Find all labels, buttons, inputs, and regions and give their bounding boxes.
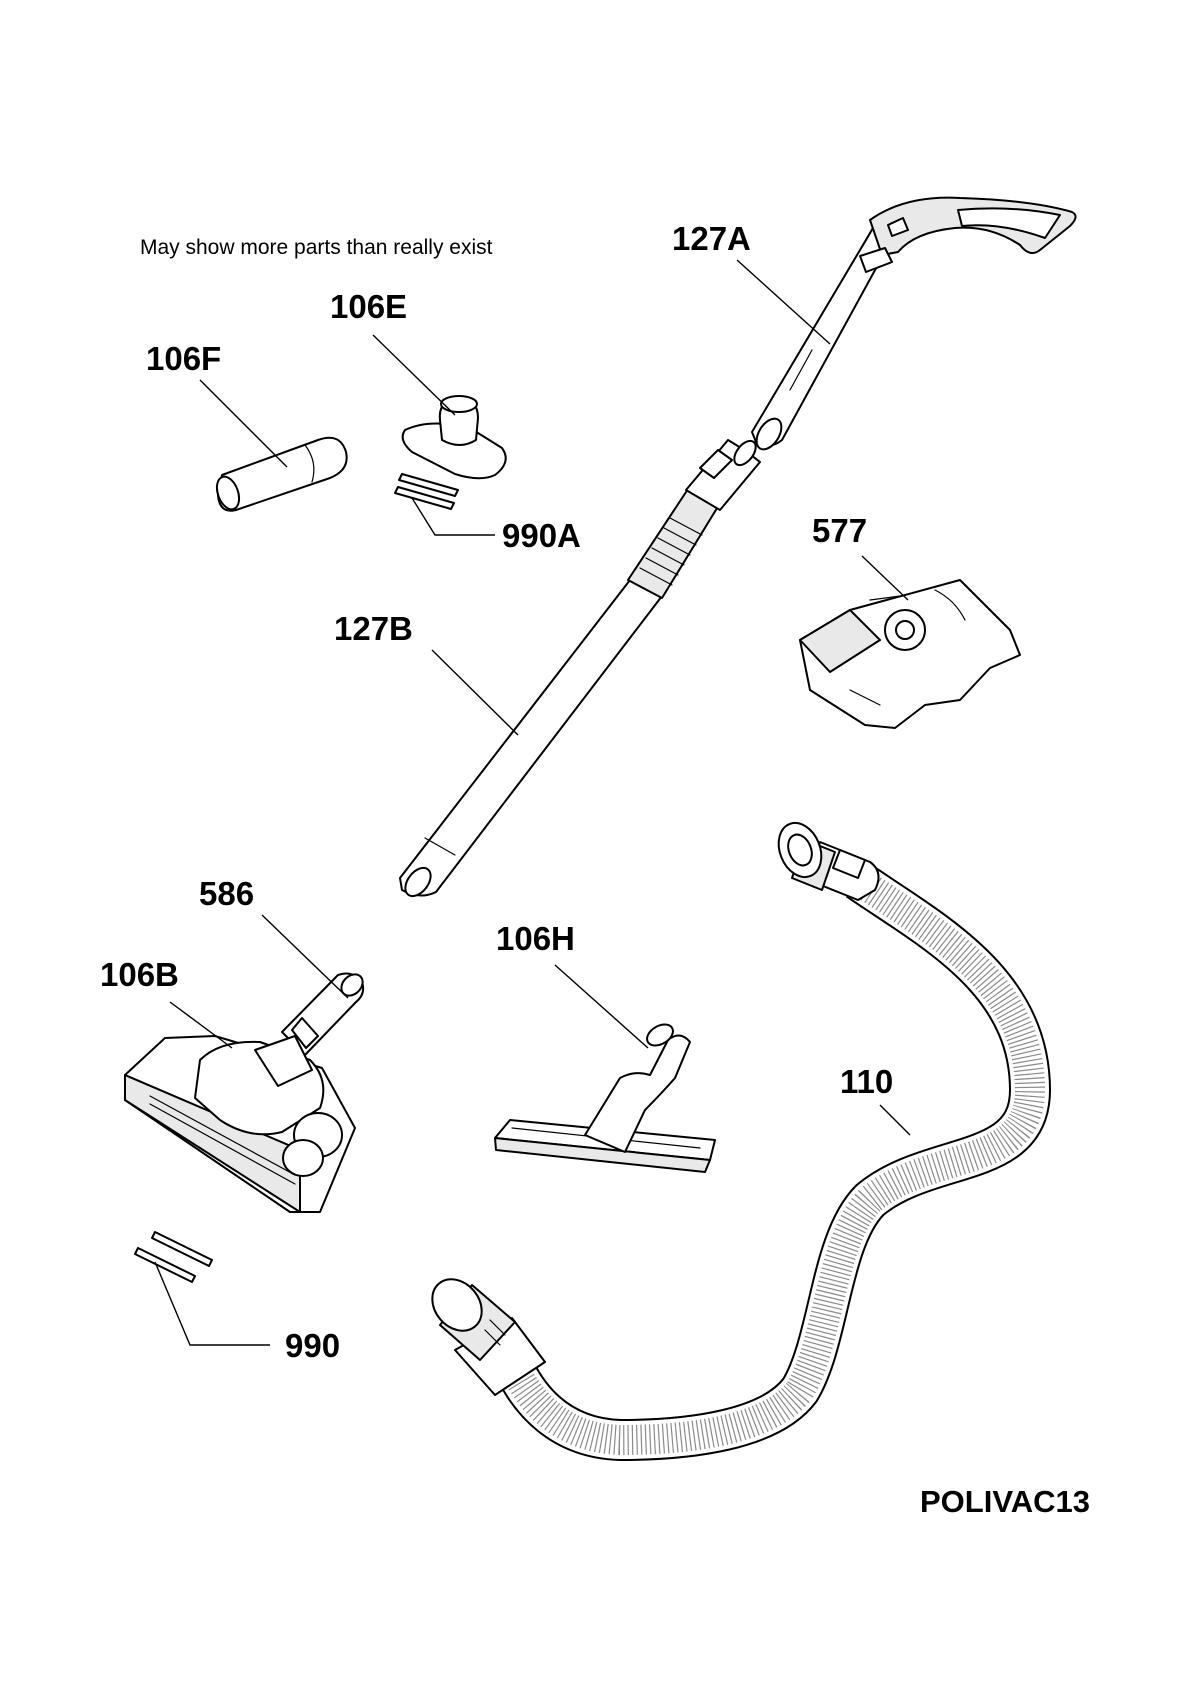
hose-part[interactable] [422, 817, 1052, 1462]
label-586: 586 [199, 875, 254, 912]
leader-106b [169, 1001, 233, 1049]
diagram-code: POLIVAC13 [920, 1484, 1090, 1519]
leader-127a [736, 259, 831, 345]
nozzle-strips-part[interactable] [134, 1231, 213, 1283]
parquet-nozzle-part[interactable] [494, 1020, 716, 1173]
label-106b: 106B [100, 956, 179, 993]
floor-nozzle-part[interactable] [124, 1035, 356, 1213]
leader-106e [372, 334, 456, 416]
leader-990 [154, 1261, 270, 1346]
label-127b: 127B [334, 610, 413, 647]
leader-127b [431, 649, 519, 736]
label-577: 577 [812, 512, 867, 549]
disclaimer-note: May show more parts than really exist [140, 236, 493, 259]
wand-upper-handle-part[interactable] [751, 196, 1077, 454]
leader-586 [261, 914, 349, 999]
label-990a: 990A [502, 517, 581, 554]
label-106e: 106E [330, 288, 407, 325]
leader-106h [554, 964, 649, 1049]
leader-577 [861, 555, 909, 601]
upholstery-nozzle-part[interactable] [401, 395, 507, 480]
nozzle-strips-small-part[interactable] [394, 473, 459, 510]
label-106h: 106H [496, 920, 575, 957]
crevice-tool-part[interactable] [213, 436, 348, 513]
dust-bag-part[interactable] [799, 579, 1021, 729]
label-106f: 106F [146, 340, 221, 377]
leader-110 [879, 1104, 911, 1136]
label-127a: 127A [672, 220, 751, 257]
leader-106f [199, 379, 288, 468]
leader-990a [411, 497, 495, 536]
wand-lower-part[interactable] [399, 437, 761, 901]
label-110: 110 [840, 1063, 893, 1100]
label-990: 990 [285, 1327, 340, 1364]
